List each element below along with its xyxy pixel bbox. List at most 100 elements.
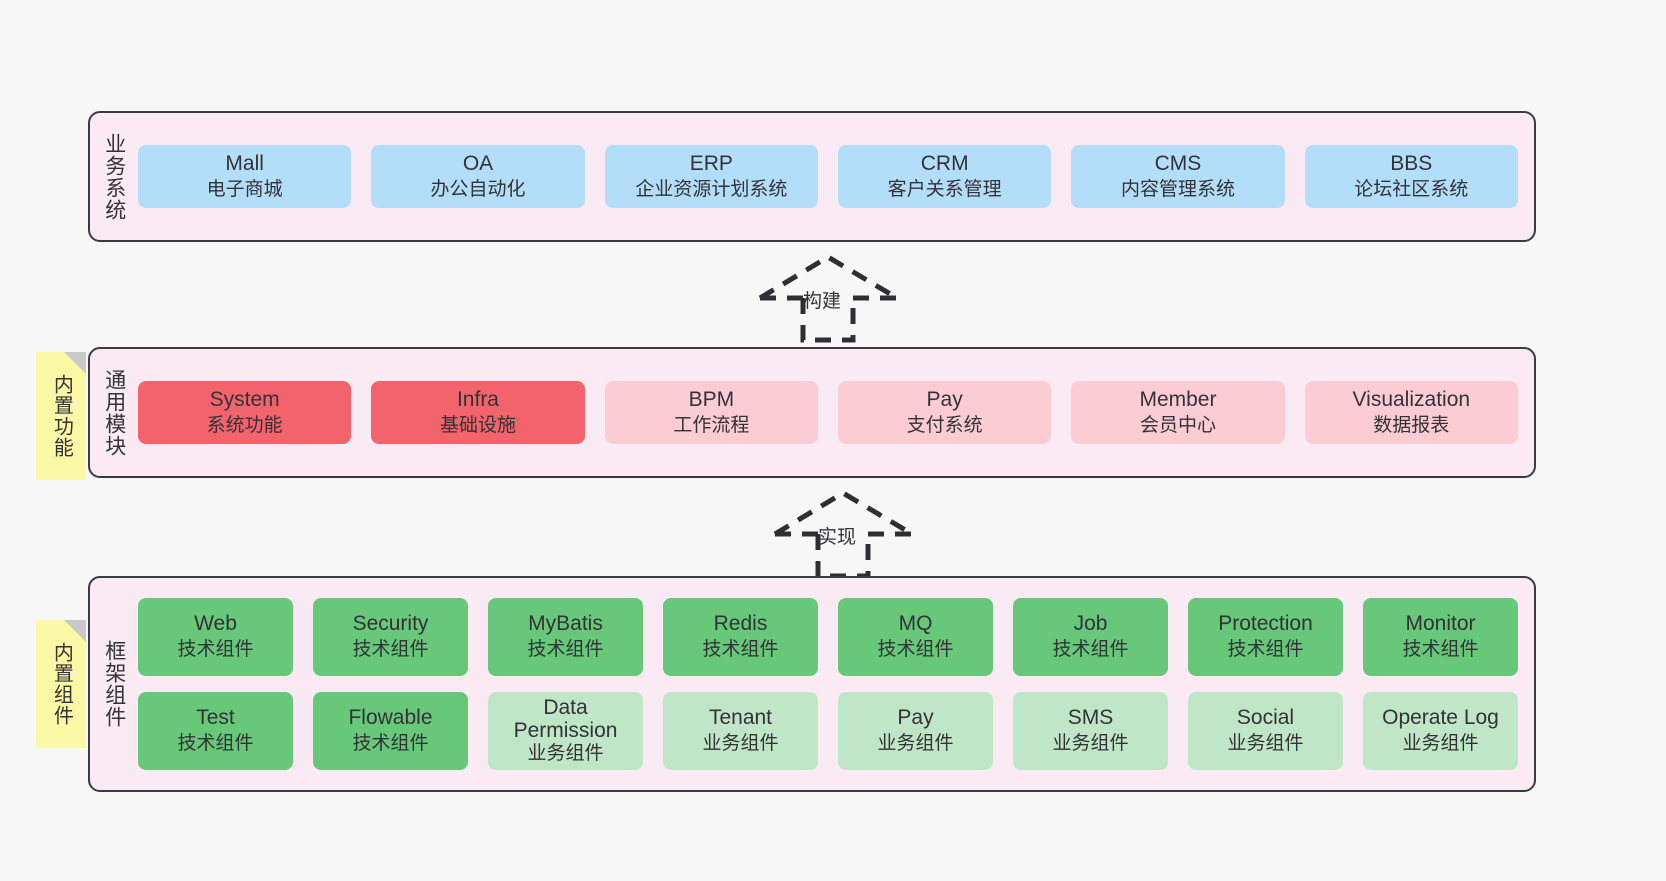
- module-box-pay[interactable]: Pay 支付系统: [837, 380, 1052, 445]
- module-subtitle: 工作流程: [673, 414, 750, 436]
- module-row: Mall 电子商城 OA 办公自动化 ERP 企业资源计划系统 CRM 客户关系…: [138, 144, 1518, 209]
- module-subtitle: 电子商城: [206, 178, 283, 200]
- module-subtitle: 技术组件: [177, 733, 254, 755]
- module-title: Job: [1073, 612, 1108, 636]
- module-subtitle: 技术组件: [1402, 639, 1479, 661]
- module-title: Visualization: [1352, 387, 1471, 411]
- layer-business-systems: 业务系统 Mall 电子商城 OA 办公自动化 ERP 企业资源计划系统 CRM…: [88, 111, 1536, 242]
- connector-implement-arrow: 实现: [772, 489, 917, 579]
- module-subtitle: 办公自动化: [430, 178, 526, 200]
- module-subtitle: 系统功能: [206, 414, 283, 436]
- module-subtitle: 业务组件: [1227, 733, 1304, 755]
- module-subtitle: 基础设施: [439, 414, 516, 436]
- module-subtitle: 技术组件: [527, 639, 604, 661]
- module-title: Social: [1236, 706, 1295, 730]
- module-subtitle: 业务组件: [877, 733, 954, 755]
- module-title: Security: [352, 612, 429, 636]
- module-box-protection[interactable]: Protection 技术组件: [1188, 598, 1343, 676]
- sticky-note-label: 内置功能: [50, 374, 73, 458]
- module-box-mq[interactable]: MQ 技术组件: [838, 598, 993, 676]
- module-subtitle: 业务组件: [1052, 733, 1129, 755]
- module-title: Operate Log: [1382, 706, 1499, 730]
- module-title: Monitor: [1405, 612, 1476, 636]
- module-box-crm[interactable]: CRM 客户关系管理: [837, 144, 1052, 209]
- module-row-business: Test 技术组件 Flowable 技术组件 Data Permission …: [138, 692, 1518, 770]
- module-title: MQ: [898, 612, 933, 636]
- module-box-mall[interactable]: Mall 电子商城: [138, 144, 352, 209]
- module-box-cms[interactable]: CMS 内容管理系统: [1071, 144, 1285, 209]
- module-subtitle: 技术组件: [352, 639, 429, 661]
- module-subtitle: 业务组件: [527, 742, 604, 764]
- layer-common-modules: 通用模块 System 系统功能 Infra 基础设施 BPM 工作流程 Pay…: [88, 347, 1536, 478]
- module-box-infra[interactable]: Infra 基础设施: [371, 380, 585, 445]
- module-title: OA: [462, 151, 494, 175]
- module-row: System 系统功能 Infra 基础设施 BPM 工作流程 Pay 支付系统…: [138, 380, 1518, 445]
- module-subtitle: 技术组件: [1227, 639, 1304, 661]
- module-subtitle: 技术组件: [177, 639, 254, 661]
- layer-body-business-systems: Mall 电子商城 OA 办公自动化 ERP 企业资源计划系统 CRM 客户关系…: [138, 113, 1534, 240]
- module-box-bbs[interactable]: BBS 论坛社区系统: [1304, 144, 1518, 209]
- module-box-job[interactable]: Job 技术组件: [1013, 598, 1168, 676]
- module-box-data-permission[interactable]: Data Permission 业务组件: [488, 692, 643, 770]
- module-box-operate-log[interactable]: Operate Log 业务组件: [1363, 692, 1518, 770]
- module-box-visualization[interactable]: Visualization 数据报表: [1304, 380, 1518, 445]
- module-title: Data Permission: [513, 695, 618, 742]
- module-title: Member: [1139, 387, 1217, 411]
- module-title: Redis: [713, 612, 768, 636]
- sticky-fold-icon: [64, 352, 86, 374]
- sticky-note-label: 内置组件: [50, 642, 73, 726]
- module-title: Infra: [456, 387, 499, 411]
- module-title: System: [209, 387, 280, 411]
- module-title: Pay: [926, 387, 963, 411]
- module-row-tech: Web 技术组件 Security 技术组件 MyBatis 技术组件 Redi…: [138, 598, 1518, 676]
- layer-framework-components: 框架组件 Web 技术组件 Security 技术组件 MyBatis 技术组件…: [88, 576, 1536, 792]
- layer-body-common-modules: System 系统功能 Infra 基础设施 BPM 工作流程 Pay 支付系统…: [138, 349, 1534, 476]
- module-subtitle: 业务组件: [702, 733, 779, 755]
- module-box-system[interactable]: System 系统功能: [138, 380, 352, 445]
- module-box-redis[interactable]: Redis 技术组件: [663, 598, 818, 676]
- module-title: Mall: [225, 151, 264, 175]
- module-subtitle: 业务组件: [1402, 733, 1479, 755]
- module-box-member[interactable]: Member 会员中心: [1071, 380, 1285, 445]
- sticky-note-builtin-features: 内置功能: [36, 352, 86, 480]
- module-title: Flowable: [348, 706, 433, 730]
- module-box-monitor[interactable]: Monitor 技术组件: [1363, 598, 1518, 676]
- module-title: SMS: [1067, 706, 1114, 730]
- module-title: BPM: [688, 387, 735, 411]
- module-subtitle: 客户关系管理: [887, 178, 1002, 200]
- module-box-social[interactable]: Social 业务组件: [1188, 692, 1343, 770]
- module-subtitle: 论坛社区系统: [1354, 178, 1469, 200]
- module-box-mybatis[interactable]: MyBatis 技术组件: [488, 598, 643, 676]
- module-box-pay-component[interactable]: Pay 业务组件: [838, 692, 993, 770]
- module-subtitle: 技术组件: [877, 639, 954, 661]
- sticky-fold-icon: [64, 620, 86, 642]
- module-box-tenant[interactable]: Tenant 业务组件: [663, 692, 818, 770]
- build-arrow-label: 构建: [803, 291, 842, 312]
- module-box-web[interactable]: Web 技术组件: [138, 598, 293, 676]
- module-title: CMS: [1154, 151, 1202, 175]
- module-subtitle: 企业资源计划系统: [635, 178, 788, 200]
- module-subtitle: 技术组件: [1052, 639, 1129, 661]
- module-box-oa[interactable]: OA 办公自动化: [371, 144, 585, 209]
- connector-build-arrow: 构建: [757, 253, 902, 343]
- implement-arrow-label: 实现: [818, 527, 857, 548]
- module-subtitle: 技术组件: [702, 639, 779, 661]
- module-box-flowable[interactable]: Flowable 技术组件: [313, 692, 468, 770]
- layer-label-common-modules: 通用模块: [102, 368, 126, 457]
- module-title: Protection: [1218, 612, 1313, 636]
- module-box-bpm[interactable]: BPM 工作流程: [604, 380, 818, 445]
- module-title: Pay: [897, 706, 934, 730]
- module-title: MyBatis: [528, 612, 603, 636]
- module-title: Tenant: [708, 706, 773, 730]
- layer-label-business-systems: 业务系统: [102, 132, 126, 221]
- layer-label-framework-components: 框架组件: [102, 640, 126, 728]
- module-title: ERP: [689, 151, 733, 175]
- module-box-security[interactable]: Security 技术组件: [313, 598, 468, 676]
- module-subtitle: 会员中心: [1139, 414, 1216, 436]
- module-title: Web: [194, 612, 237, 636]
- layer-body-framework-components: Web 技术组件 Security 技术组件 MyBatis 技术组件 Redi…: [138, 578, 1534, 790]
- module-box-erp[interactable]: ERP 企业资源计划系统: [604, 144, 818, 209]
- module-subtitle: 内容管理系统: [1120, 178, 1235, 200]
- module-box-sms[interactable]: SMS 业务组件: [1013, 692, 1168, 770]
- module-box-test[interactable]: Test 技术组件: [138, 692, 293, 770]
